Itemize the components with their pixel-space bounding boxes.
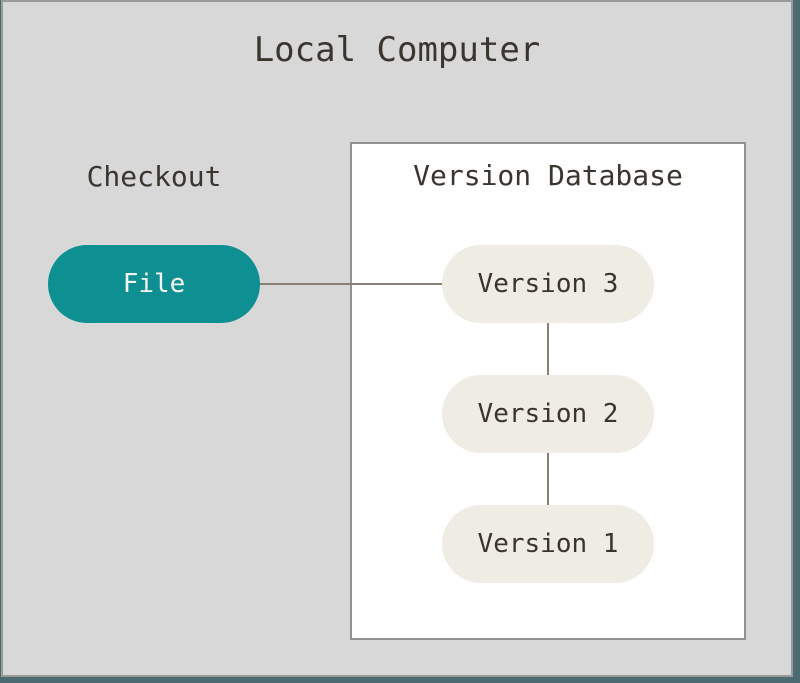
version-3-node: Version 3	[442, 245, 654, 323]
version-2-node: Version 2	[442, 375, 654, 453]
version-1-node: Version 1	[442, 505, 654, 583]
version-1-node-label: Version 1	[477, 529, 619, 559]
file-node-label: File	[122, 269, 186, 299]
version-2-node-label: Version 2	[477, 399, 619, 429]
file-node: File	[48, 245, 260, 323]
file-to-version3-connector-line	[260, 283, 442, 285]
checkout-section-label: Checkout	[86, 160, 222, 193]
version-database-label: Version Database	[413, 159, 683, 192]
diagram-title: Local Computer	[253, 30, 541, 70]
version-3-node-label: Version 3	[477, 269, 619, 299]
version3-to-version2-connector-line	[547, 323, 549, 375]
version-database-box: Version Database Version 3 Version 2 Ver…	[350, 142, 746, 640]
version2-to-version1-connector-line	[547, 453, 549, 505]
